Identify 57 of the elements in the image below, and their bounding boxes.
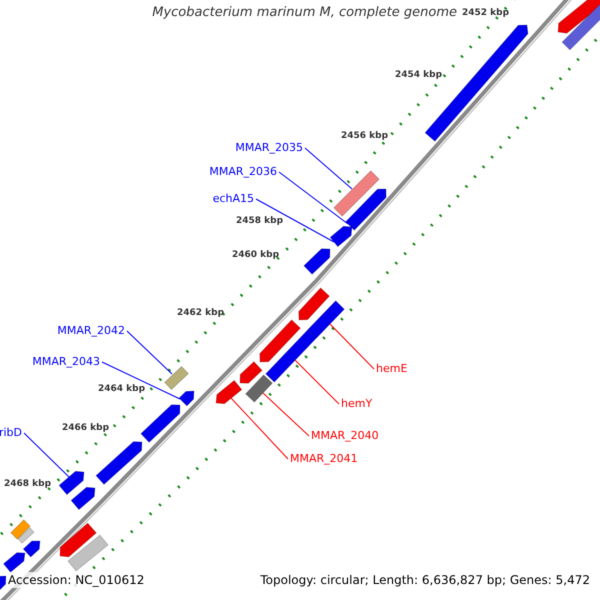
gene-feature <box>140 404 180 443</box>
gene-feature <box>245 374 273 403</box>
gene-label: MMAR_2040 <box>311 429 379 443</box>
gene-feature <box>558 0 600 34</box>
gene-feature <box>0 576 6 592</box>
position-label: 2458 kbp <box>236 216 284 226</box>
leader-line <box>330 324 374 370</box>
leader-line <box>304 148 352 190</box>
gene-feature <box>424 24 528 142</box>
gene-label: MMAR_2035 <box>235 141 303 155</box>
gene-feature <box>265 329 317 383</box>
leader-line <box>256 198 334 242</box>
gene-feature <box>67 534 109 572</box>
position-label: 2456 kbp <box>341 131 388 141</box>
gene-feature <box>58 470 84 496</box>
gene-feature <box>164 366 189 390</box>
position-label: 2460 kbp <box>232 250 280 260</box>
gene-feature <box>22 540 40 558</box>
info-text: Topology: circular; Length: 6,636,827 bp; Genes: 5,472 <box>258 572 592 588</box>
gene-label: MMAR_2043 <box>32 355 100 369</box>
gene-feature <box>240 361 263 384</box>
position-label: 2466 kbp <box>62 423 110 433</box>
gene-feature <box>330 226 352 248</box>
gene-label: MMAR_2042 <box>57 324 125 338</box>
gene-label: hemY <box>341 397 372 411</box>
leader-line <box>294 360 340 404</box>
leader-line <box>230 398 288 460</box>
gene-feature <box>303 248 330 275</box>
gene-feature <box>216 380 242 404</box>
gene-feature <box>17 527 35 544</box>
gene-feature <box>178 390 194 406</box>
position-label: 2462 kbp <box>177 308 224 318</box>
gene-feature <box>307 300 345 339</box>
gene-label: ribD <box>0 426 22 440</box>
gene-feature <box>333 170 380 217</box>
gene-label: hemE <box>376 362 408 376</box>
gene-feature <box>298 287 330 320</box>
gene-feature <box>562 2 600 50</box>
gene-feature <box>10 519 31 540</box>
gene-feature <box>70 486 96 510</box>
leader-line <box>278 172 348 224</box>
position-label: 2468 kbp <box>4 479 52 489</box>
gene-label: echA15 <box>212 192 254 206</box>
gene-label: MMAR_2036 <box>209 165 277 179</box>
position-label: 2454 kbp <box>395 70 442 80</box>
leader-line <box>262 392 310 436</box>
gene-label: MMAR_2041 <box>290 452 358 466</box>
leader-line <box>126 330 172 374</box>
title: Mycobacterium marinum M, complete genome <box>152 4 457 22</box>
info-text: Accession: NC_010612 <box>6 572 146 588</box>
position-label: 2464 kbp <box>98 384 146 394</box>
gene-feature <box>259 319 301 362</box>
gene-feature <box>60 522 97 558</box>
leader-line <box>24 432 70 478</box>
gene-feature <box>345 188 386 231</box>
leader-line <box>102 362 180 400</box>
gene-feature <box>95 441 142 485</box>
